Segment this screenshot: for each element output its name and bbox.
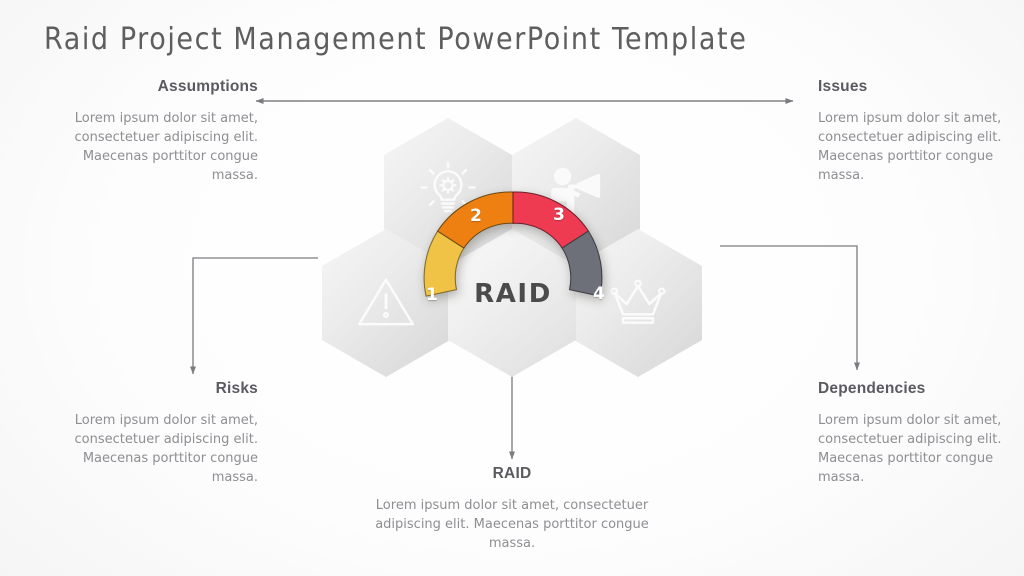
- hexagon-cluster: 1 2 3 4 RAID: [322, 118, 702, 383]
- issues-heading: Issues: [818, 78, 868, 95]
- assumptions-body: Lorem ipsum dolor sit amet, consectetuer…: [74, 111, 258, 183]
- center-label: RAID: [474, 279, 552, 309]
- raid-heading: RAID: [492, 465, 532, 482]
- hexagon-assumptions-inner: [384, 118, 512, 266]
- crown-icon: [610, 279, 666, 324]
- raid-body: Lorem ipsum dolor sit amet, consectetuer…: [375, 498, 649, 551]
- warning-triangle-icon: [357, 278, 415, 326]
- risks-heading: Risks: [215, 380, 258, 397]
- issues-body: Lorem ipsum dolor sit amet, consectetuer…: [818, 111, 1002, 183]
- raid-donut-arc: [423, 191, 603, 297]
- page-title: Raid Project Management PowerPoint Templ…: [44, 22, 748, 57]
- block-assumptions: Assumptions Lorem ipsum dolor sit amet, …: [36, 78, 258, 185]
- arrow-to-risks: [190, 257, 318, 375]
- block-raid: RAID Lorem ipsum dolor sit amet, consect…: [352, 465, 672, 553]
- block-risks: Risks Lorem ipsum dolor sit amet, consec…: [36, 380, 258, 487]
- dependencies-heading: Dependencies: [818, 380, 926, 397]
- arc-segment-4[interactable]: [561, 230, 603, 297]
- dependencies-body: Lorem ipsum dolor sit amet, consectetuer…: [818, 413, 1002, 485]
- risks-body: Lorem ipsum dolor sit amet, consectetuer…: [74, 413, 258, 485]
- hexagon-risks-inner: [322, 229, 450, 377]
- block-dependencies: Dependencies Lorem ipsum dolor sit amet,…: [818, 380, 1018, 487]
- block-issues: Issues Lorem ipsum dolor sit amet, conse…: [818, 78, 1018, 185]
- assumptions-heading: Assumptions: [157, 78, 258, 95]
- lightbulb-gear-icon: [420, 161, 476, 213]
- hexagon-dependencies-inner: [574, 229, 702, 377]
- arrow-to-dependencies: [720, 245, 861, 371]
